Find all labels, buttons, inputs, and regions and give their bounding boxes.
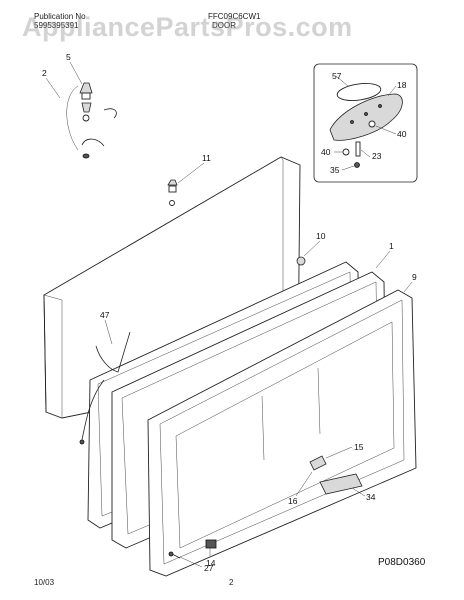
- callout-1: 1: [389, 241, 394, 251]
- callout-57: 57: [332, 71, 342, 81]
- door-frame-gasket: [147, 289, 417, 577]
- screw-part-27: [171, 553, 181, 559]
- lamp-part: [309, 455, 327, 471]
- model-number: FFC09C6CW1: [208, 12, 261, 21]
- callout-40b: 40: [321, 147, 331, 157]
- inset-frame: [313, 63, 418, 183]
- callout-2: 2: [42, 68, 47, 78]
- callout-27: 27: [204, 563, 214, 573]
- callouts: 5 2 11 10 1 9 47 15 16 34 14 27 57 18 40…: [42, 52, 417, 573]
- callout-35: 35: [330, 165, 340, 175]
- section-title: DOOR: [212, 21, 236, 30]
- clip-part: [354, 162, 360, 168]
- hinge-body-part: [329, 93, 403, 141]
- footer-page-number: 2: [229, 578, 234, 587]
- callout-23: 23: [372, 151, 382, 161]
- wire-harness: [79, 331, 131, 445]
- washer-part: [342, 148, 350, 156]
- misc-parts: [168, 256, 363, 559]
- callout-11: 11: [202, 153, 211, 163]
- callout-10: 10: [316, 231, 326, 241]
- callout-15: 15: [354, 442, 364, 452]
- pin-part: [355, 141, 361, 157]
- callout-14: 14: [206, 558, 216, 568]
- watermark-logo: AppliancePartsPros.com: [22, 12, 353, 42]
- handle-part: [319, 473, 363, 495]
- switch-part: [205, 539, 217, 549]
- publication-number-value: 5995395391: [34, 21, 79, 30]
- leader-lines: [45, 61, 413, 568]
- callout-18: 18: [397, 80, 407, 90]
- screw-part: [368, 120, 376, 128]
- callout-16: 16: [288, 496, 298, 506]
- door-stop-part: [296, 256, 306, 266]
- callout-40a: 40: [397, 129, 407, 139]
- hinge-cover-part: [336, 83, 382, 101]
- hinge-inset: [313, 63, 418, 183]
- publication-number-label: Publication No: [34, 12, 86, 21]
- callout-34: 34: [366, 492, 376, 502]
- footer-date: 10/03: [34, 578, 55, 587]
- callout-5: 5: [66, 52, 71, 62]
- hinge-parts: [66, 82, 190, 265]
- diagram-code: P08D0360: [378, 557, 426, 568]
- callout-47: 47: [100, 310, 110, 320]
- callout-9: 9: [412, 272, 417, 282]
